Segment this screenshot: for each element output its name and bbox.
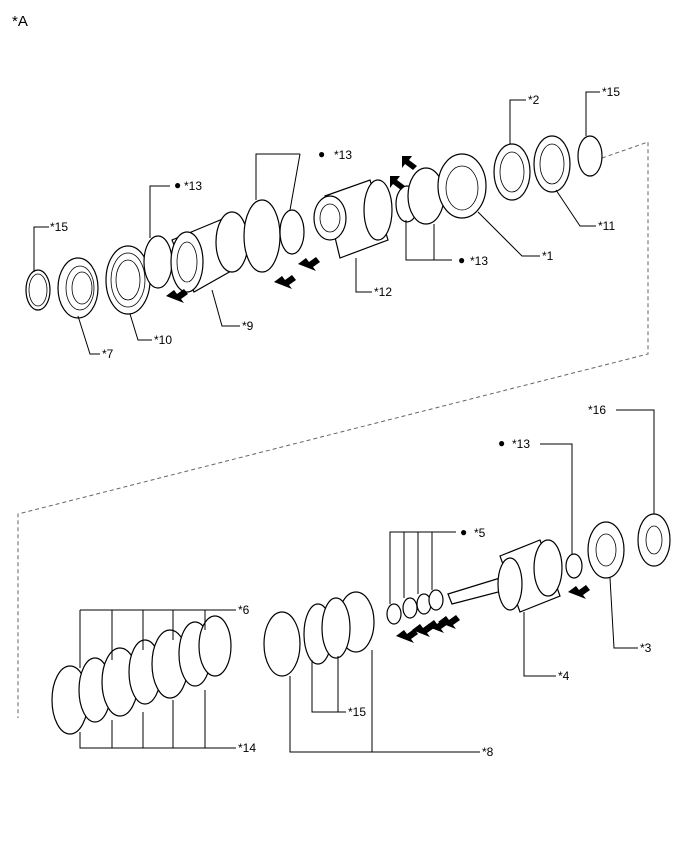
part-5-seal-rings (386, 589, 444, 625)
part-16-bearing (637, 513, 671, 567)
part-9-clutch-drum (170, 211, 249, 293)
callout-13-c: *13 (470, 254, 488, 268)
part-12-hub (313, 179, 393, 259)
callout-9: *9 (242, 319, 254, 333)
arrow-icons-bottom (396, 585, 590, 643)
callout-5-dot: ● (460, 525, 467, 539)
part-11-plate (533, 135, 571, 193)
part-4-shaft-drum (447, 539, 563, 613)
callout-4: *4 (558, 669, 570, 683)
o-ring-bottom (565, 553, 583, 579)
figure-label: *A (12, 13, 28, 30)
callout-11: *11 (598, 219, 615, 233)
callout-13-b: *13 (334, 148, 352, 162)
callout-14: *14 (238, 741, 256, 755)
callout-15-left: *15 (50, 220, 68, 234)
callout-13-d: *13 (512, 437, 530, 451)
callout-13-dot-1: ● (174, 178, 181, 192)
callout-13-dot-4: ● (498, 436, 505, 450)
callout-16: *16 (588, 403, 606, 417)
part-3-gear (587, 521, 625, 579)
arrow-icons-top (166, 156, 417, 303)
o-ring-pair-right (395, 167, 445, 225)
snap-ring-left (25, 269, 51, 311)
callout-8: *8 (482, 745, 494, 759)
callout-13-dot-3: ● (458, 253, 465, 267)
callout-12: *12 (374, 285, 392, 299)
callout-1: *1 (542, 249, 554, 263)
snap-ring-right (577, 135, 603, 177)
callout-10: *10 (154, 333, 172, 347)
leader-lines-top (33, 91, 600, 355)
callout-3: *3 (640, 641, 652, 655)
part-6-14-clutch-pack (51, 615, 232, 735)
callout-5: *5 (474, 526, 486, 540)
o-ring-left (143, 235, 173, 289)
continuation-dashed-lines (17, 141, 649, 718)
callout-7: *7 (102, 347, 114, 361)
snap-rings-middle (303, 597, 351, 665)
callout-13-dot-2: ● (318, 147, 325, 161)
part-1-piston (437, 153, 487, 219)
part-7-plate (57, 257, 99, 319)
part-2-bearing (493, 143, 531, 201)
callout-2: *2 (528, 93, 540, 107)
callout-labels: *15 *7 *10 ● *13 *9 ● *13 *12 ● *13 *1 *… (50, 85, 652, 759)
leader-lines-bottom (79, 409, 655, 753)
o-ring-pair-upper (243, 199, 305, 273)
part-10-bearing (105, 245, 151, 315)
callout-13-a: *13 (184, 179, 202, 193)
callout-15-middle: *15 (348, 705, 366, 719)
callout-15-right: *15 (602, 85, 620, 99)
callout-6: *6 (238, 603, 250, 617)
